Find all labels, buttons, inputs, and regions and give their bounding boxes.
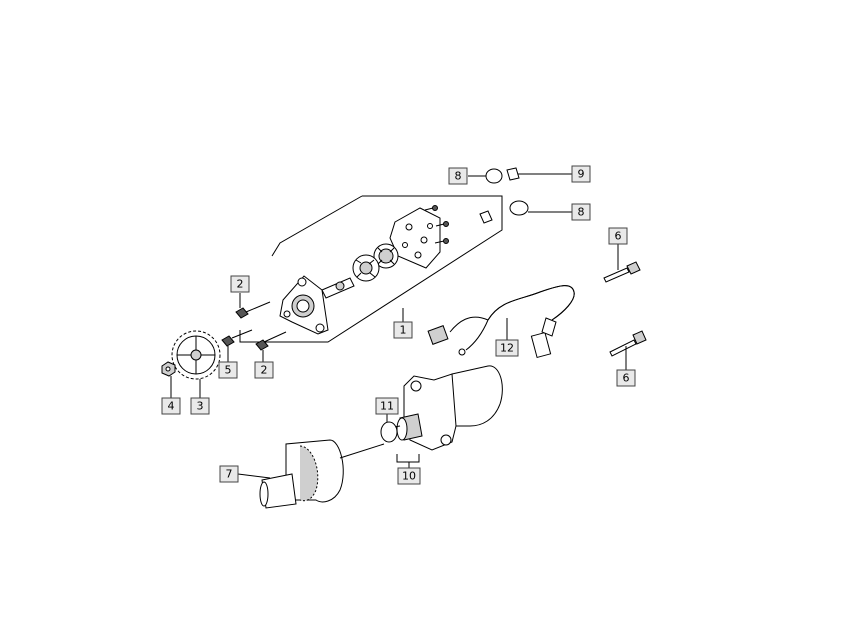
callout-11-label: 11 (380, 400, 394, 413)
pump-body (279, 275, 329, 335)
callout-tag-5: 5 (218, 361, 238, 379)
callout-8-top-label: 8 (455, 170, 462, 183)
callout-6-lower-label: 6 (623, 372, 630, 385)
callout-tag-9: 9 (571, 165, 591, 183)
pump-rotor-inner (352, 254, 380, 282)
o-ring-8-second (509, 200, 572, 216)
callout-7-label: 7 (226, 468, 233, 481)
callout-tag-3: 3 (190, 397, 210, 415)
starter-clutch-gear (237, 439, 385, 509)
bolt-5 (221, 329, 253, 362)
dowel-pin (479, 210, 493, 224)
callout-10-leader (396, 454, 420, 468)
callout-tag-6-upper: 6 (608, 227, 628, 245)
bolt-2-upper (235, 293, 271, 319)
callout-tag-4: 4 (161, 397, 181, 415)
pump-cover-plate (389, 207, 441, 269)
callout-4-label: 4 (168, 400, 175, 413)
sprocket-gear (171, 330, 221, 398)
callout-9-label: 9 (578, 168, 585, 181)
o-ring-11 (380, 414, 398, 443)
callout-8-second-label: 8 (578, 206, 585, 219)
pump-rotor-outer (373, 243, 399, 269)
callout-10-label: 10 (402, 470, 416, 483)
callout-3-label: 3 (197, 400, 204, 413)
plate-screws (424, 205, 449, 244)
callout-tag-2-upper: 2 (230, 275, 250, 293)
callout-tag-1: 1 (393, 321, 413, 339)
callout-12-label: 12 (500, 342, 514, 355)
wiring-harness (427, 285, 575, 359)
bolt-2-lower (255, 331, 287, 362)
callout-1-label: 1 (400, 324, 407, 337)
callout-tag-7: 7 (219, 465, 239, 483)
callout-2-upper-label: 2 (237, 278, 244, 291)
callout-tag-6-lower: 6 (616, 369, 636, 387)
callout-tag-2-lower: 2 (254, 361, 274, 379)
callout-tag-8-top: 8 (448, 167, 468, 185)
callout-tag-10: 10 (397, 467, 421, 485)
assembly-group-outline (239, 195, 503, 343)
callout-tag-11: 11 (375, 397, 399, 415)
plug-9 (506, 167, 572, 181)
callout-tag-8-second: 8 (571, 203, 591, 221)
callout-2-lower-label: 2 (261, 364, 268, 377)
callout-5-label: 5 (225, 364, 232, 377)
callout-6-upper-label: 6 (615, 230, 622, 243)
bolt-6-lower (609, 330, 647, 370)
o-ring-8-top (468, 168, 503, 184)
starter-motor (387, 365, 503, 451)
nut-4 (161, 361, 176, 398)
callout-tag-12: 12 (495, 339, 519, 357)
bolt-6-upper (603, 244, 641, 283)
